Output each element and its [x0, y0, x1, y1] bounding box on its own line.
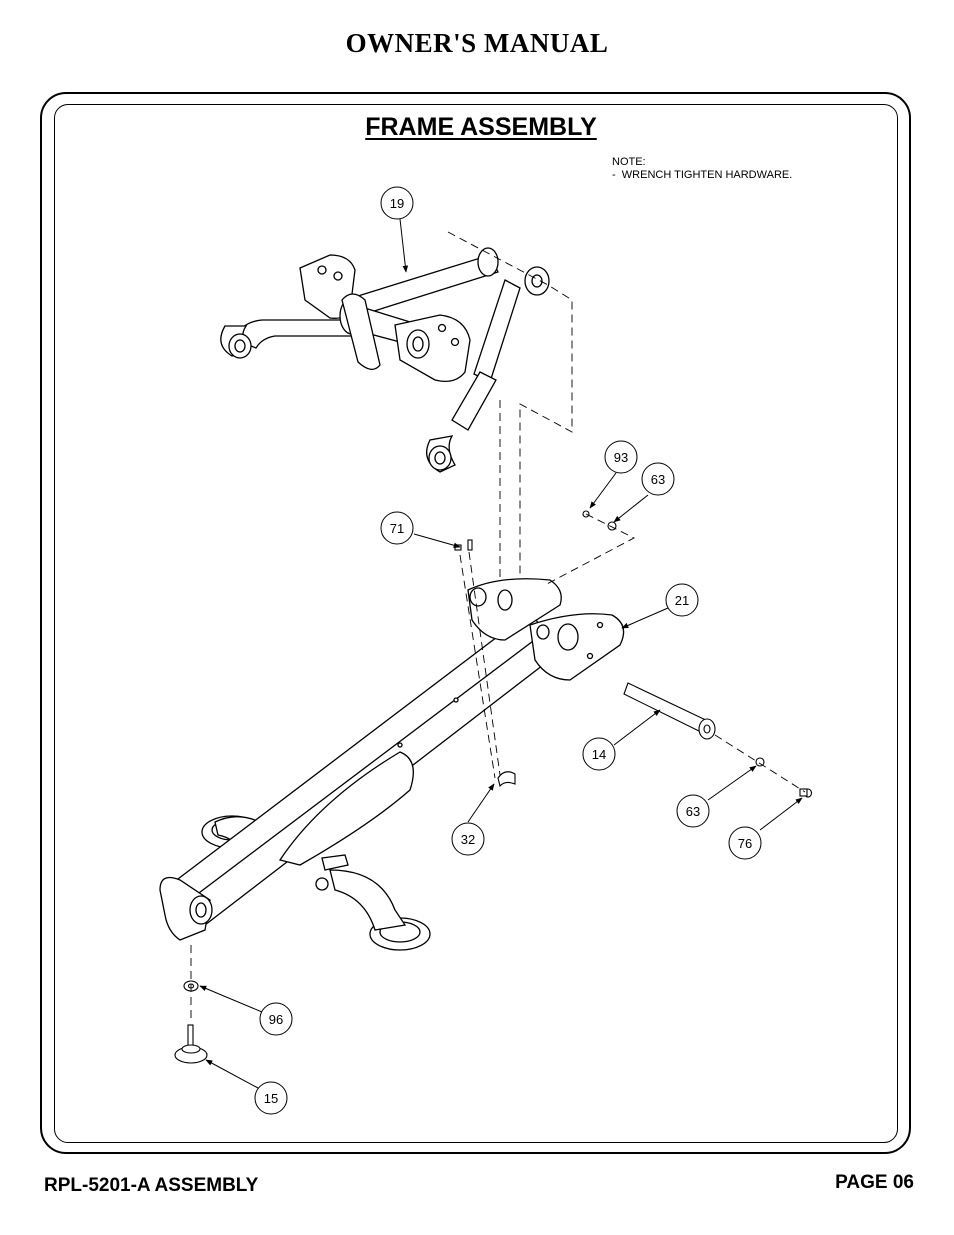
hardware-parts — [174, 510, 813, 1064]
page-border-outer — [40, 92, 911, 1154]
callout-71: 71 — [380, 511, 414, 545]
footer-model: RPL-5201-A ASSEMBLY — [44, 1175, 259, 1196]
callout-93: 93 — [604, 440, 638, 474]
callout-63-lower-label: 63 — [686, 804, 700, 819]
callout-21: 21 — [665, 583, 699, 617]
callout-32: 32 — [451, 822, 485, 856]
callout-19: 19 — [380, 186, 414, 220]
callout-63-lower: 63 — [676, 794, 710, 828]
part-19-upper-frame — [220, 247, 550, 473]
footer-page-number: PAGE 06 — [835, 1172, 914, 1193]
callout-15: 15 — [254, 1081, 288, 1115]
callout-14: 14 — [582, 737, 616, 771]
callout-19-label: 19 — [390, 196, 404, 211]
callout-15-label: 15 — [264, 1091, 278, 1106]
callout-63-upper: 63 — [641, 462, 675, 496]
callout-32-label: 32 — [461, 832, 475, 847]
alignment-lines-hardware — [190, 513, 806, 1022]
callout-96-label: 96 — [269, 1012, 283, 1027]
callout-63-upper-label: 63 — [651, 472, 665, 487]
part-21-main-frame — [159, 578, 625, 951]
page-border-inner — [54, 104, 898, 1143]
assembly-note: NOTE: - WRENCH TIGHTEN HARDWARE. — [612, 156, 792, 182]
callout-14-label: 14 — [592, 747, 606, 762]
callout-96: 96 — [259, 1002, 293, 1036]
callout-71-label: 71 — [390, 521, 404, 536]
callout-76: 76 — [728, 826, 762, 860]
note-heading: NOTE: — [612, 156, 646, 168]
manual-title: OWNER'S MANUAL — [345, 28, 609, 58]
callout-21-label: 21 — [675, 593, 689, 608]
note-text: - WRENCH TIGHTEN HARDWARE. — [612, 169, 793, 181]
alignment-lines-upper — [447, 231, 573, 612]
section-title: FRAME ASSEMBLY — [365, 113, 597, 141]
callout-76-label: 76 — [738, 836, 752, 851]
callout-93-label: 93 — [614, 450, 628, 465]
callout-leaders — [199, 218, 803, 1089]
